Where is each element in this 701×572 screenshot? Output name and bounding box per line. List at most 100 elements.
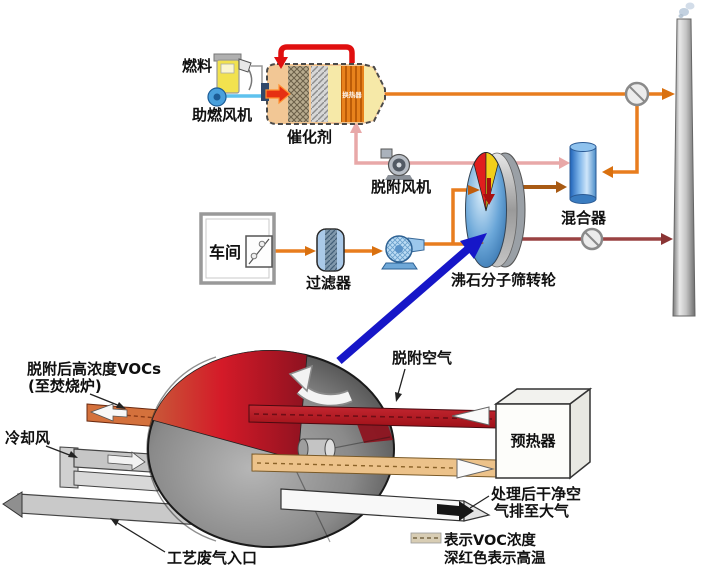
fuel-dispenser [213, 53, 263, 94]
arrow-cooling-into-mixer [556, 181, 567, 193]
cooling-branch-pipe [451, 188, 468, 244]
vent-screw-1 [258, 240, 266, 248]
arrow-into-filter [305, 246, 316, 256]
blue-arrow-head [460, 233, 487, 259]
preheater-label: 预热器 [510, 432, 556, 450]
catalyst-bed-1 [288, 66, 309, 122]
heat-exchanger-label: 换热器 [342, 90, 362, 99]
smoke-puff-2 [685, 2, 695, 10]
arrow-desorption-flow [483, 178, 495, 205]
workshop-label: 车间 [209, 243, 241, 262]
desorption-fan [380, 148, 413, 180]
detail-annotations: 脱附后高浓度VOCs (至焚烧炉) 冷却风 工艺废气入口 脱附空气 处理后干净空… [5, 349, 581, 567]
outlet-cone [364, 66, 384, 122]
arrow-cooling-into-wheel [468, 185, 480, 195]
clean-air-duct [280, 488, 491, 522]
hot-recycle-pipe [278, 44, 355, 63]
arrow-cooling-air [107, 451, 146, 471]
inlet-duct-tip [2, 491, 23, 518]
smoke-puff-3 [678, 14, 684, 18]
desorption-air-label: 脱附空气 [392, 349, 452, 367]
drum-hot-sector [151, 350, 308, 461]
fan-hub-icon [213, 93, 221, 101]
fan-outlet [380, 148, 393, 159]
rotor-drum-3d [146, 350, 395, 548]
high-voc-label-line2: (至焚烧炉) [28, 377, 102, 395]
fuel-pump-screen [220, 63, 235, 74]
mixer-label: 混合器 [561, 209, 607, 227]
high-voc-label-line1: 脱附后高浓度VOCs [27, 360, 161, 378]
exhaust-stack [672, 2, 696, 317]
arrow-hot-air-left [451, 406, 490, 426]
valve-slash [628, 85, 646, 103]
arrow-into-mixer-left [559, 157, 570, 169]
rotation-arrow-head [288, 364, 313, 393]
callout-arrow [336, 233, 487, 365]
workshop [199, 212, 276, 285]
valve-slash [584, 231, 600, 247]
fuel-label: 燃料 [182, 57, 212, 75]
combustion-fan [207, 87, 263, 107]
cooling-duct-lower [73, 470, 159, 492]
red-duct-texture [253, 413, 493, 420]
legend-swatch [410, 532, 442, 544]
fuel-nozzle-icon [238, 58, 252, 73]
hot-gas-branch-pipe [607, 95, 639, 174]
arrow-into-fan [372, 246, 383, 256]
fan-base [385, 175, 413, 180]
blue-arrow-shaft [336, 245, 471, 365]
blower-hub-icon [395, 245, 403, 253]
filter-label: 过滤器 [306, 274, 352, 292]
flame-icon [265, 83, 291, 105]
leader-cooling-air [45, 445, 73, 457]
leader-process-inlet [115, 521, 166, 553]
plenum-section [328, 66, 341, 122]
cooling-air-label: 冷却风 [5, 429, 50, 447]
arrow-clean-air-right [437, 501, 474, 521]
clean-air-label-line1: 处理后干净空 [490, 485, 581, 503]
arrow-hot-recycle [274, 57, 288, 69]
desorption-fan-label: 脱附风机 [371, 178, 431, 196]
catalytic-oxidizer: 换热器 [261, 44, 386, 125]
catalyst-label: 催化剂 [287, 128, 332, 146]
legend-line1: 表示VOC浓度 [444, 531, 536, 549]
filter [316, 228, 345, 272]
arrow-voc-out [89, 403, 128, 422]
mixer-top [569, 142, 597, 152]
vent-screw-2 [250, 252, 258, 260]
combustion-fan-label: 助燃风机 [192, 106, 252, 124]
leader-high-voc-head [116, 402, 126, 409]
pipe-network [274, 88, 675, 256]
arrow-up-into-oxidizer [350, 121, 362, 133]
rotation-arrow-icon [297, 385, 352, 405]
arrow-warm-air-right [456, 458, 495, 479]
smoke-puff-1 [679, 8, 689, 16]
leader-desorption-air-head [395, 392, 402, 402]
clean-air-label-line2: 气排至大气 [493, 502, 569, 520]
heat-exchanger-section [341, 66, 364, 122]
process-blower [381, 235, 425, 270]
valve-bottom [580, 227, 604, 251]
arrow-to-stack-bottom [661, 233, 673, 245]
burner-port [261, 83, 269, 101]
drum-face-edge [146, 356, 217, 542]
hot-desorption-duct [248, 404, 498, 429]
leader-desorption-air [397, 368, 406, 395]
process-inlet-label: 工艺废气入口 [167, 549, 257, 567]
leader-cooling-air-head [68, 451, 78, 458]
vent-diagonal [248, 238, 270, 265]
valve-top [624, 81, 650, 107]
arrow-to-stack-top [662, 88, 675, 100]
fan-hub-icon [396, 162, 402, 168]
leader-high-voc [89, 393, 121, 407]
preheater-right-face [569, 387, 591, 480]
filter-media [325, 229, 337, 271]
stack-body [672, 18, 696, 317]
tan-duct-texture [256, 462, 493, 470]
wheel-label: 沸石分子筛转轮 [451, 271, 556, 289]
filter-outline [316, 228, 345, 272]
arrow-into-mixer-right [602, 166, 613, 178]
catalyst-bed-2 [311, 66, 328, 122]
mixer-bottom [569, 194, 597, 204]
